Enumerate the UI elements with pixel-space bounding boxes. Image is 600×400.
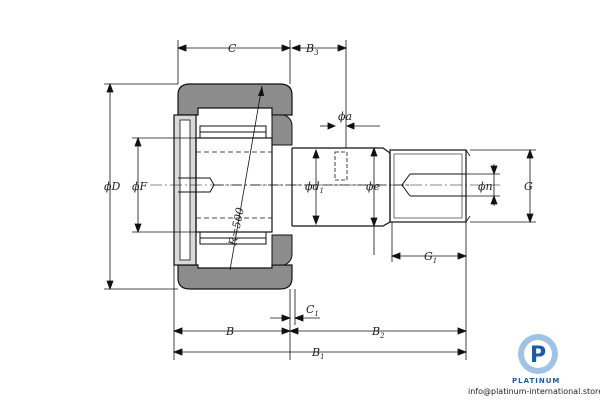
- dim-phi-a-label: ϕa: [338, 110, 352, 123]
- dim-phi-n-label: ϕn: [478, 180, 493, 193]
- dim-phi-d1: [312, 148, 320, 226]
- dim-B3-label: B3: [305, 42, 319, 57]
- dim-C1-label: C1: [306, 303, 319, 318]
- dim-B2-label: B2: [371, 325, 385, 340]
- threaded-end: [389, 149, 471, 223]
- dim-B: [172, 265, 292, 360]
- dim-C: [176, 40, 292, 84]
- dim-phi-a: [320, 122, 380, 130]
- needle-rollers: [199, 125, 267, 245]
- side-plate: [173, 114, 293, 266]
- dim-B2: [288, 290, 468, 360]
- brand-name: PLATINUM: [512, 377, 560, 385]
- dim-phi-d1-label: ϕd1: [305, 180, 324, 195]
- radius-leader: [229, 85, 263, 271]
- dim-G: [470, 148, 536, 224]
- dim-phi-n: [466, 164, 500, 206]
- dim-phi-e-label: ϕe: [366, 180, 380, 193]
- dim-phi-D-label: ϕD: [104, 180, 120, 193]
- dim-B1: [172, 348, 468, 356]
- dim-C-label: C: [228, 42, 237, 55]
- outer-ring: [177, 83, 293, 290]
- dim-B1-label: B1: [311, 346, 325, 361]
- brand-logo: P: [518, 334, 558, 374]
- dim-G1: [390, 222, 468, 290]
- brand-email: info@platinum-international.store: [468, 387, 600, 396]
- dim-phi-e: [370, 146, 378, 255]
- dim-phi-F: [132, 136, 196, 234]
- logo-letter: P: [530, 343, 546, 368]
- dim-B3: [290, 40, 348, 148]
- dim-phi-D: [104, 82, 178, 291]
- dim-C1: [270, 289, 320, 360]
- radius-arrow: [258, 86, 264, 96]
- dim-phi-F-label: ϕF: [132, 180, 147, 193]
- dim-G1-label: G1: [424, 250, 437, 265]
- dim-B-label: B: [225, 325, 234, 338]
- dim-G-label: G: [524, 180, 533, 193]
